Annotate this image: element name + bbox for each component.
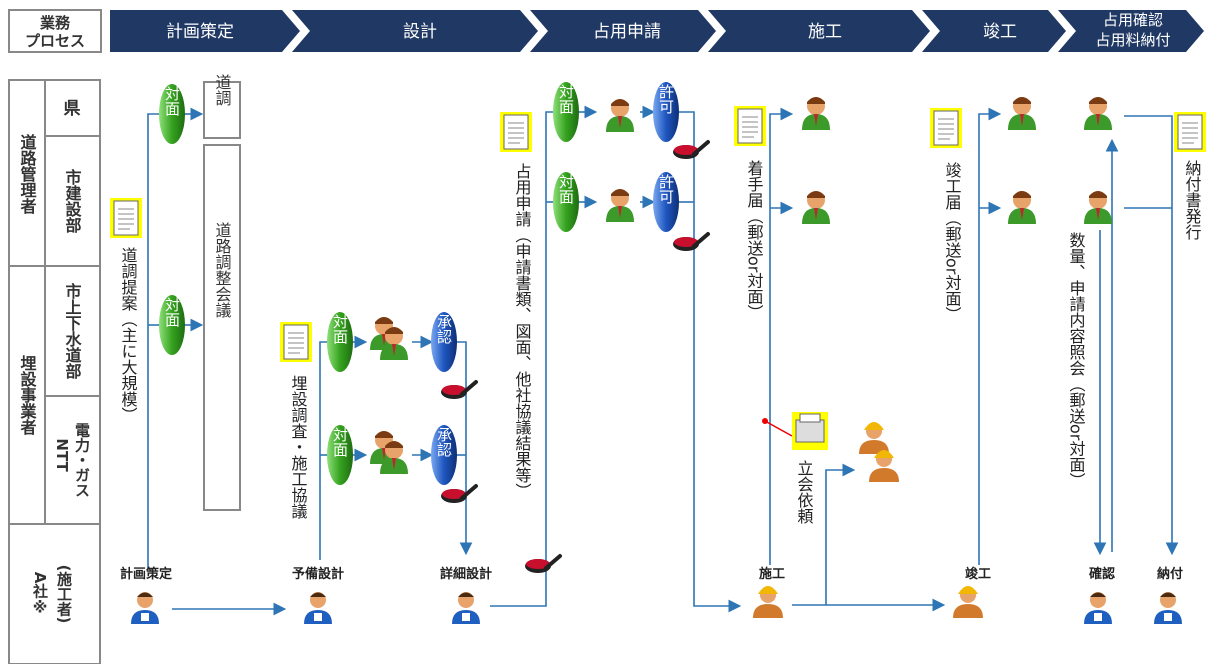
label-witness-request: 立会依頼 (795, 460, 814, 524)
process-label-2: プロセス (25, 32, 85, 50)
oval-face-to-face-4: 対面 (327, 425, 353, 485)
bottom-plan: 計画策定 (120, 566, 172, 582)
flow-lines (147, 105, 1179, 616)
person-icon (1008, 97, 1036, 130)
label-inquiry: 数量、申請内容照会（郵送or対面） (1067, 232, 1086, 488)
svg-text:対面: 対面 (557, 84, 575, 114)
label-power-gas: 電力・ガス (73, 423, 91, 498)
stamp-icon (439, 380, 478, 401)
svg-text:対面: 対面 (331, 314, 349, 344)
svg-text:対面: 対面 (331, 427, 349, 457)
oval-approval-2: 承認 (431, 425, 457, 485)
road-coord-box (203, 81, 241, 139)
document-icon (499, 111, 533, 153)
svg-text:許可: 許可 (657, 174, 675, 204)
applicant-icon (452, 592, 480, 624)
stage-construction: 施工 (808, 22, 842, 42)
bottom-detail: 詳細設計 (440, 566, 492, 582)
person-icon (606, 189, 634, 222)
stage-occupancy-app: 占用申請 (593, 22, 661, 42)
road-coord-meeting: 道路調整会議 (213, 222, 232, 318)
red-dot (762, 418, 768, 424)
red-connector (764, 420, 793, 437)
stamp-icon (671, 140, 710, 161)
document-icon (1173, 111, 1207, 153)
oval-face-to-face-1: 対面 (159, 84, 185, 144)
person-icon (1084, 191, 1112, 224)
road-meeting-box (203, 144, 241, 511)
stamp-icon (439, 484, 478, 505)
label-survey: 埋設調査・施工協議 (289, 375, 308, 519)
worker-icon (753, 586, 783, 618)
stage-design: 設計 (403, 22, 437, 42)
document-icon (733, 105, 767, 147)
stage-chevrons (110, 10, 1204, 52)
oval-approval-1: 承認 (431, 312, 457, 372)
bottom-completion: 竣工 (965, 566, 991, 582)
road-coord-short: 道調 (213, 74, 232, 106)
svg-text:対面: 対面 (163, 86, 181, 116)
oval-face-to-face-6: 対面 (553, 172, 579, 232)
process-label-1: 業務 (39, 14, 71, 32)
document-icon (109, 197, 143, 239)
oval-face-to-face-3: 対面 (327, 312, 353, 372)
stamp-icon (671, 232, 710, 253)
svg-text:対面: 対面 (557, 174, 575, 204)
stage-payment: 占用料納付 (1095, 31, 1170, 49)
svg-text:承認: 承認 (435, 427, 453, 457)
document-icon (279, 321, 313, 363)
svg-text:対面: 対面 (163, 297, 181, 327)
svg-text:許可: 許可 (657, 84, 675, 114)
applicant-icon (131, 592, 159, 624)
document-icon (929, 107, 963, 149)
label-start-notice: 着手届（郵送or対面） (745, 160, 764, 320)
label-prefecture: 県 (64, 99, 81, 119)
person-icon (1008, 191, 1036, 224)
worker-icon (859, 422, 889, 454)
svg-text:承認: 承認 (435, 314, 453, 344)
bottom-confirm: 確認 (1089, 566, 1115, 582)
label-road-manager: 道路管理者 (18, 133, 38, 215)
bottom-construction: 施工 (759, 566, 785, 582)
worker-icon (869, 450, 899, 482)
bottom-payment: 納付 (1157, 566, 1183, 582)
label-utility-operator: 埋設事業者 (18, 355, 38, 436)
oval-permission-1: 許可 (653, 82, 679, 142)
applicant-icon (1084, 592, 1112, 624)
person-icon (1084, 97, 1112, 130)
label-company-a: A社※ (31, 572, 49, 617)
stamp-icon (523, 554, 562, 575)
label-invoice: 納付書発行 (1183, 160, 1202, 241)
bottom-prelim: 予備設計 (292, 566, 344, 582)
label-application: 占用申請（申請書類、図面、他社協議結果等） (513, 163, 532, 499)
label-completion-notice: 竣工届（郵送or対面） (943, 162, 962, 322)
fax-icon (792, 412, 828, 450)
left-grid (8, 79, 101, 664)
label-ntt: NTT (53, 438, 71, 472)
stage-completion: 竣工 (983, 22, 1017, 42)
person-icon (606, 99, 634, 132)
label-city-construction: 市建設部 (63, 168, 82, 234)
person-icon (802, 97, 830, 130)
oval-permission-2: 許可 (653, 172, 679, 232)
stage-plan: 計画策定 (166, 22, 234, 42)
applicant-icon (304, 592, 332, 624)
stage-confirm: 占用確認 (1103, 11, 1163, 29)
label-city-water: 市上下水道部 (63, 282, 82, 380)
oval-face-to-face-5: 対面 (553, 82, 579, 142)
applicant-icon (1154, 592, 1182, 624)
label-company-a-sub: (施工者) (55, 565, 73, 624)
person-icon (802, 191, 830, 224)
oval-face-to-face-2: 対面 (159, 295, 185, 355)
worker-icon (953, 586, 983, 618)
label-proposal: 道調提案（主に大規模） (119, 247, 138, 423)
